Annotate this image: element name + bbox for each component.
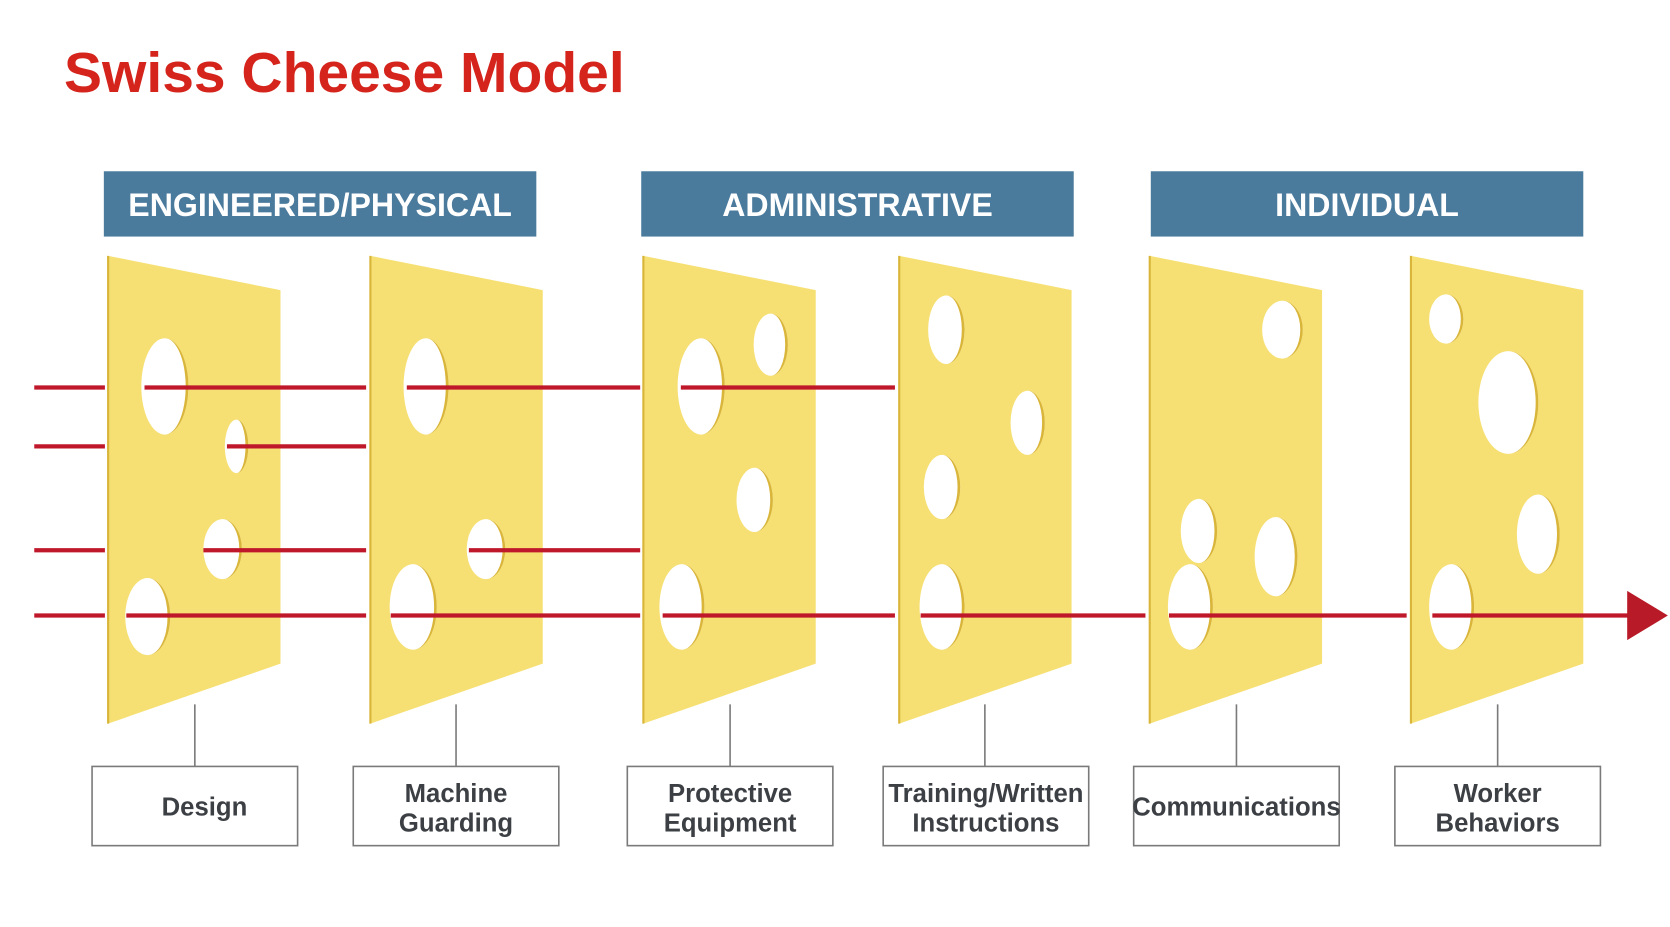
cheese-hole [222,519,242,580]
layer-label-text: Guarding [399,810,513,838]
layer-label-box-5: Communications [1132,704,1341,847]
outcome-arrowhead-icon [1627,590,1668,641]
cheese-hole [486,519,506,580]
label-box [1394,765,1602,847]
cheese-hole [770,313,788,376]
cheese-slice-3 [642,255,816,724]
cheese-slice-5 [1148,255,1323,724]
cheese-slice-2 [369,255,543,724]
cheese-hole [236,419,249,474]
category-label: ADMINISTRATIVE [722,187,993,223]
cheese-slice-body [1149,255,1323,724]
cheese-hole [946,295,965,364]
layer-label-text: Training/Written [888,780,1083,808]
cheese-slice-body [1410,255,1584,724]
layer-label-text: Instructions [912,810,1059,838]
category-header-engineered: ENGINEERED/PHYSICAL [103,171,537,237]
cheese-slice-6 [1409,255,1584,724]
cheese-slice-body [899,255,1072,724]
hazard-lines [34,385,1668,641]
label-box [1132,765,1341,847]
layer-label-text: Machine [405,780,508,808]
layer-label-text: Behaviors [1436,810,1560,838]
category-label: ENGINEERED/PHYSICAL [128,187,512,223]
label-box [626,765,834,847]
cheese-slice-1 [107,255,281,724]
layer-label-text: Design [162,794,248,822]
cheese-hole [1027,390,1045,455]
layer-label-text: Communications [1132,794,1340,822]
cheese-hole [754,467,773,533]
category-label: INDIVIDUAL [1275,187,1459,223]
category-header-administrative: ADMINISTRATIVE [641,171,1074,237]
cheese-slice-body [108,255,281,724]
layer-label-box-1: Design [91,704,299,847]
label-box [91,765,299,847]
label-box [882,765,1090,847]
label-box [352,765,560,847]
page-title: Swiss Cheese Model [64,41,625,105]
layer-label-text: Protective [668,780,792,808]
cheese-hole [1446,294,1464,344]
category-header-individual: INDIVIDUAL [1150,171,1584,237]
cheese-slice-body [370,255,543,724]
cheese-hole [942,454,961,520]
cheese-hole [1198,498,1218,564]
cheese-slice-4 [898,255,1072,724]
layer-label-text: Equipment [664,810,797,838]
layer-label-text: Worker [1454,780,1542,808]
cheese-slice-body [643,255,816,724]
